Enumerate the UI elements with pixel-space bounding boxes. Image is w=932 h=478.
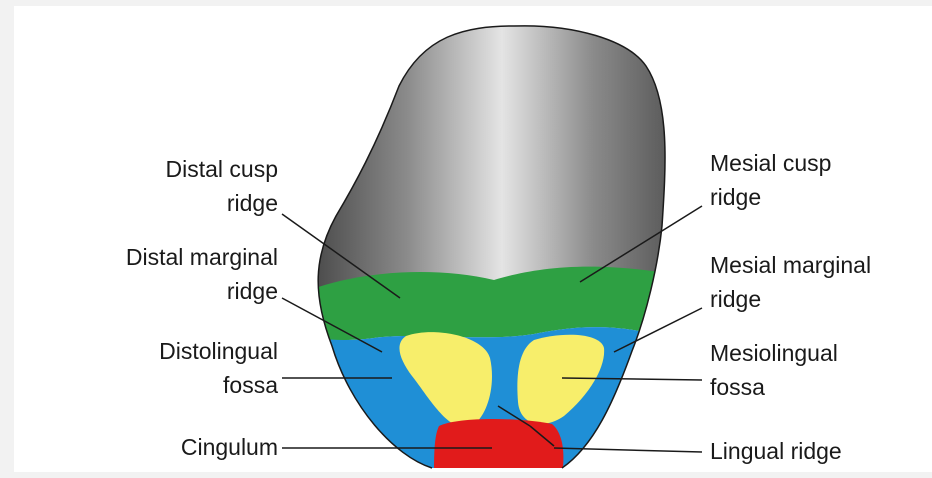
cusp-region bbox=[294, 6, 694, 306]
label-mesial-marginal-ridge: Mesial marginal ridge bbox=[710, 248, 871, 316]
label-distal-cusp-ridge: Distal cusp ridge bbox=[166, 152, 278, 220]
label-cingulum: Cingulum bbox=[181, 430, 278, 464]
label-distolingual-fossa: Distolingual fossa bbox=[159, 334, 278, 402]
label-distal-marginal-ridge: Distal marginal ridge bbox=[126, 240, 278, 308]
figure-frame: Distal cusp ridge Distal marginal ridge … bbox=[14, 6, 932, 472]
label-mesiolingual-fossa: Mesiolingual fossa bbox=[710, 336, 838, 404]
tooth-crown bbox=[294, 6, 694, 472]
cingulum-shape bbox=[434, 419, 563, 472]
label-lingual-ridge: Lingual ridge bbox=[710, 434, 842, 468]
label-mesial-cusp-ridge: Mesial cusp ridge bbox=[710, 146, 831, 214]
